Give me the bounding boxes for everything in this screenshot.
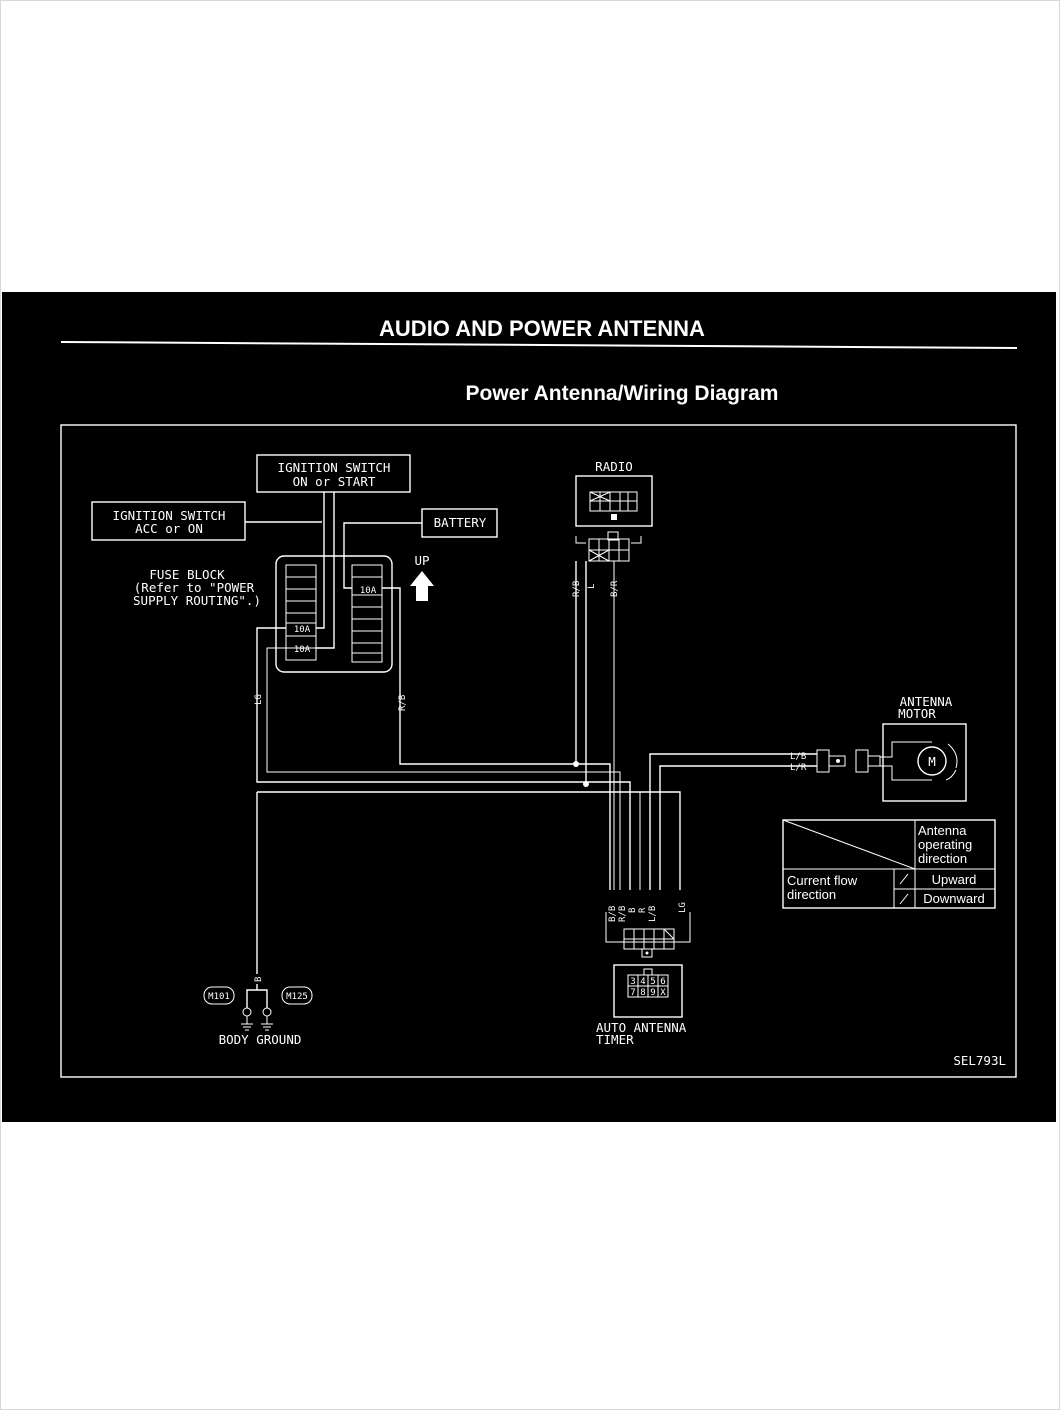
arrow-down-icon	[899, 893, 909, 905]
ground-connector-m125	[281, 986, 313, 1005]
ground-connector-m101	[203, 986, 235, 1005]
table-header-right-1: Antenna	[918, 823, 967, 838]
wire-label-bb-timer: B/B	[608, 906, 618, 922]
wire-label-br-radio: B/R	[610, 580, 620, 597]
svg-text:3: 3	[630, 977, 635, 987]
svg-text:ACC or ON: ACC or ON	[135, 521, 203, 536]
antenna-motor-connector	[816, 749, 881, 773]
ignition-switch-on-start: IGNITION SWITCH ON or START	[256, 454, 411, 493]
wire-label-b-timer: B	[628, 908, 638, 913]
wire-label-rb-radio: R/B	[572, 581, 582, 597]
body-ground: B M101 M125 BODY GROUND	[203, 977, 313, 1047]
fuse-block: 10A 10A 10A	[275, 555, 393, 673]
svg-text:X: X	[660, 988, 666, 998]
wire-label-r-timer: R	[638, 907, 648, 913]
fuse-block-label: FUSE BLOCK (Refer to "POWER SUPPLY ROUTI…	[133, 567, 261, 608]
reference-code: SEL793L	[953, 1053, 1006, 1068]
auto-antenna-timer: 3 4 5 6 7 8 9 X AUTO ANTENNA TIMER	[596, 964, 687, 1047]
wire-label-rb-fuse: R/B	[398, 695, 408, 711]
svg-text:4: 4	[640, 977, 645, 987]
svg-text:SUPPLY ROUTING".): SUPPLY ROUTING".)	[133, 593, 261, 608]
section-title: AUDIO AND POWER ANTENNA	[379, 316, 705, 341]
fuse-10a-right: 10A	[360, 586, 377, 596]
arrow-up-icon	[899, 873, 909, 885]
fuse-10a-lower: 10A	[294, 645, 311, 655]
svg-text:BATTERY: BATTERY	[434, 515, 487, 530]
antenna-motor: ANTENNA MOTOR M	[880, 694, 967, 802]
fuse-10a-upper: 10A	[294, 625, 311, 635]
table-row-downward: Downward	[923, 891, 984, 906]
up-arrow-icon: UP	[410, 553, 434, 601]
diagram-panel: AUDIO AND POWER ANTENNA Power Antenna/Wi…	[2, 292, 1056, 1122]
timer-connector	[605, 912, 691, 958]
svg-text:5: 5	[650, 977, 655, 987]
svg-text:8: 8	[640, 988, 645, 998]
svg-text:MOTOR: MOTOR	[898, 706, 936, 721]
wire-label-lr: L/R	[790, 763, 807, 773]
svg-text:9: 9	[650, 988, 655, 998]
table-header-right-2: operating	[918, 837, 972, 852]
operation-table: Antenna operating direction Current flow…	[782, 819, 996, 909]
svg-text:M101: M101	[208, 992, 230, 1002]
power-feed-wires	[245, 492, 422, 649]
header-rule	[60, 341, 1018, 349]
svg-text:TIMER: TIMER	[596, 1032, 634, 1047]
wire-label-lg-fuse: LG	[254, 694, 264, 705]
svg-text:AUTO ANTENNA: AUTO ANTENNA	[596, 1020, 687, 1035]
table-row-upward: Upward	[932, 872, 977, 887]
radio-connector	[575, 531, 642, 562]
svg-text:IGNITION SWITCH: IGNITION SWITCH	[113, 508, 226, 523]
diagram-frame	[60, 424, 1017, 1078]
svg-text:ON or START: ON or START	[293, 474, 376, 489]
diagram-title: Power Antenna/Wiring Diagram	[466, 382, 779, 405]
wire-label-lg-timer: LG	[678, 902, 688, 913]
svg-text:(Refer to "POWER: (Refer to "POWER	[134, 580, 255, 595]
wiring-harness	[256, 561, 817, 974]
svg-text:FUSE BLOCK: FUSE BLOCK	[149, 567, 225, 582]
table-header-left-1: Current flow	[787, 873, 858, 888]
wiring-diagram: AUDIO AND POWER ANTENNA Power Antenna/Wi…	[60, 316, 1018, 1078]
svg-text:ANTENNA: ANTENNA	[900, 694, 953, 709]
motor-icon	[917, 746, 947, 776]
svg-text:UP: UP	[414, 553, 429, 568]
svg-text:IGNITION SWITCH: IGNITION SWITCH	[278, 460, 391, 475]
wire-label-b-ground: B	[254, 977, 264, 982]
wire-label-rb-timer: R/B	[618, 906, 628, 922]
body-ground-label: BODY GROUND	[219, 1032, 302, 1047]
table-header-right-3: direction	[918, 851, 967, 866]
battery-box: BATTERY	[421, 508, 498, 538]
svg-text:RADIO: RADIO	[595, 459, 633, 474]
table-header-left-2: direction	[787, 887, 836, 902]
svg-text:M: M	[928, 754, 936, 769]
svg-text:M125: M125	[286, 992, 308, 1002]
wire-label-l-radio: L	[587, 584, 597, 589]
wire-label-lb-timer: L/B	[648, 906, 658, 922]
ignition-switch-acc-on: IGNITION SWITCH ACC or ON	[91, 501, 246, 541]
radio: RADIO	[575, 459, 653, 527]
svg-text:7: 7	[630, 988, 635, 998]
wire-label-lb: L/B	[790, 752, 806, 762]
svg-text:6: 6	[660, 977, 665, 987]
